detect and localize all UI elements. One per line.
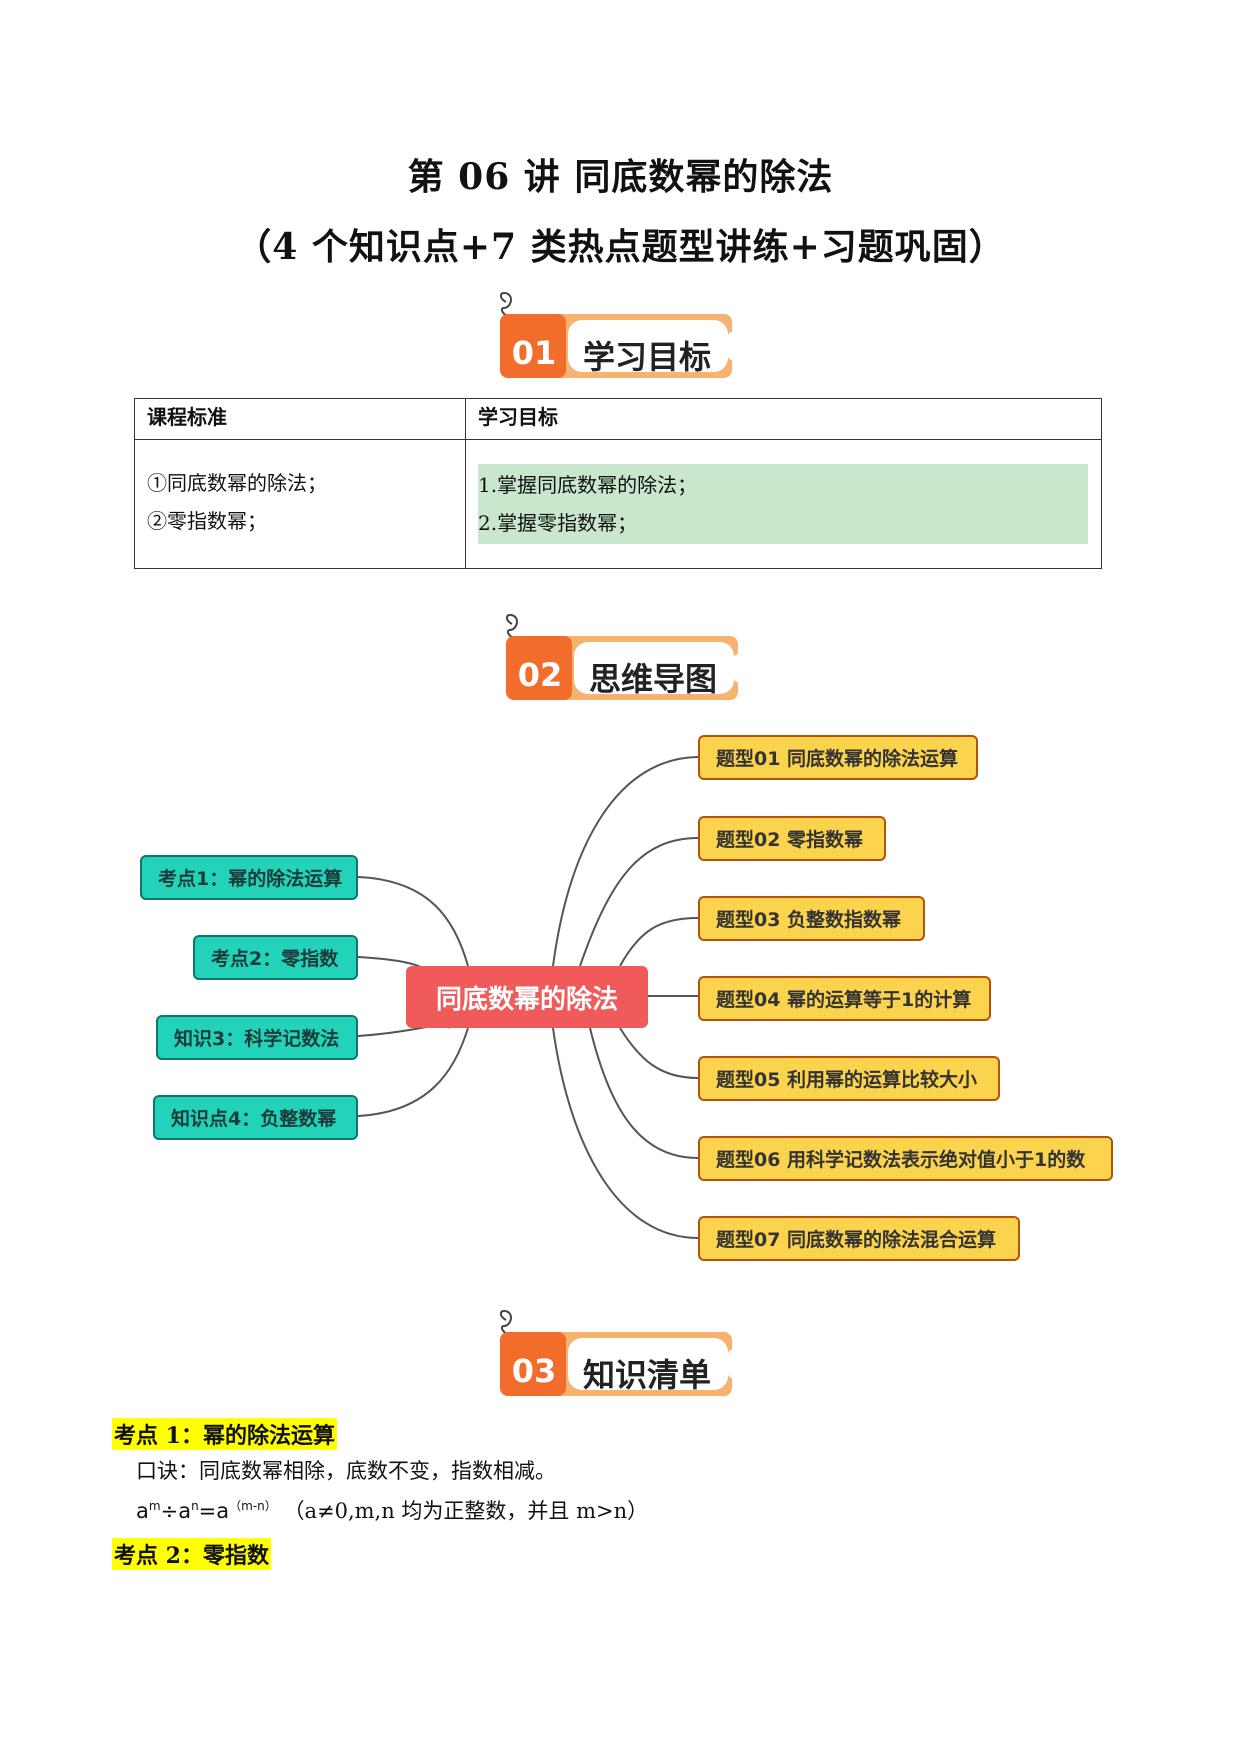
standard-item: ①同底数幂的除法； [147,471,327,495]
section-number: 01 [511,334,557,372]
section-label: 学习目标 [582,338,711,376]
mindmap: 同底数幂的除法 考点1：幂的除法运算 考点2：零指数 知识3：科学记数法 知识点… [0,720,1241,1280]
formula-condition: （a≠0,m,n 均为正整数，并且 m>n） [283,1499,649,1523]
table-header-standard: 课程标准 [134,398,466,440]
mindmap-right-node: 题型01 同底数幂的除法运算 [698,735,978,780]
goal-item: 2.掌握零指数幂； [478,511,638,535]
section-number: 02 [517,656,563,694]
goals-cell: 1.掌握同底数幂的除法； 2.掌握零指数幂； [465,439,1102,569]
section-badge-03: 03 知识清单 [492,1310,752,1398]
formula-operator: ÷ [160,1499,179,1523]
table-header-goal: 学习目标 [465,398,1102,440]
formula-exponent: n [191,1499,199,1513]
mindmap-right-node: 题型04 幂的运算等于1的计算 [698,976,991,1021]
section-label: 知识清单 [582,1356,711,1394]
badge-shape [500,292,738,378]
page-subtitle: （4 个知识点+7 类热点题型讲练+习题巩固） [235,226,1006,268]
kp2-title: 考点 2：零指数 [112,1538,271,1570]
standards-cell: ①同底数幂的除法； ②零指数幂； [134,439,466,569]
formula-exponent: （m-n） [229,1499,277,1513]
section-badge-01: 01 学习目标 [492,292,752,380]
formula-base: a [178,1499,192,1523]
kp1-title: 考点 1：幂的除法运算 [112,1418,337,1450]
section-label: 思维导图 [588,660,717,698]
mindmap-center-node: 同底数幂的除法 [406,966,648,1028]
mindmap-left-node: 考点2：零指数 [193,935,358,980]
page-title: 第 06 讲 同底数幂的除法 [407,156,834,198]
mindmap-left-node: 知识3：科学记数法 [156,1015,358,1060]
mindmap-left-node: 知识点4：负整数幂 [153,1095,358,1140]
badge-shape [500,1310,738,1396]
formula-base: a [136,1499,149,1523]
mindmap-right-node: 题型07 同底数幂的除法混合运算 [698,1216,1020,1261]
goals-highlight: 1.掌握同底数幂的除法； 2.掌握零指数幂； [478,464,1088,544]
standard-item: ②零指数幂； [147,509,267,533]
formula-exponent: m [148,1499,161,1513]
goal-item: 1.掌握同底数幂的除法； [478,473,698,497]
mindmap-right-node: 题型03 负整数指数幂 [698,896,925,941]
formula-equals: =a [198,1499,230,1523]
mindmap-right-node: 题型05 利用幂的运算比较大小 [698,1056,1000,1101]
objectives-table: 课程标准 学习目标 ①同底数幂的除法； ②零指数幂； 1.掌握同底数幂的除法； … [134,398,1102,569]
badge-shape [506,614,744,700]
section-badge-02: 02 思维导图 [498,614,758,702]
kp1-formula: am÷an=a（m-n） （a≠0,m,n 均为正整数，并且 m>n） [136,1495,648,1525]
section-number: 03 [511,1352,557,1390]
mindmap-right-node: 题型06 用科学记数法表示绝对值小于1的数 [698,1136,1113,1181]
mindmap-right-node: 题型02 零指数幂 [698,816,886,861]
kp1-rhyme: 口诀：同底数幂相除，底数不变，指数相减。 [136,1459,556,1483]
mindmap-left-node: 考点1：幂的除法运算 [140,855,358,900]
